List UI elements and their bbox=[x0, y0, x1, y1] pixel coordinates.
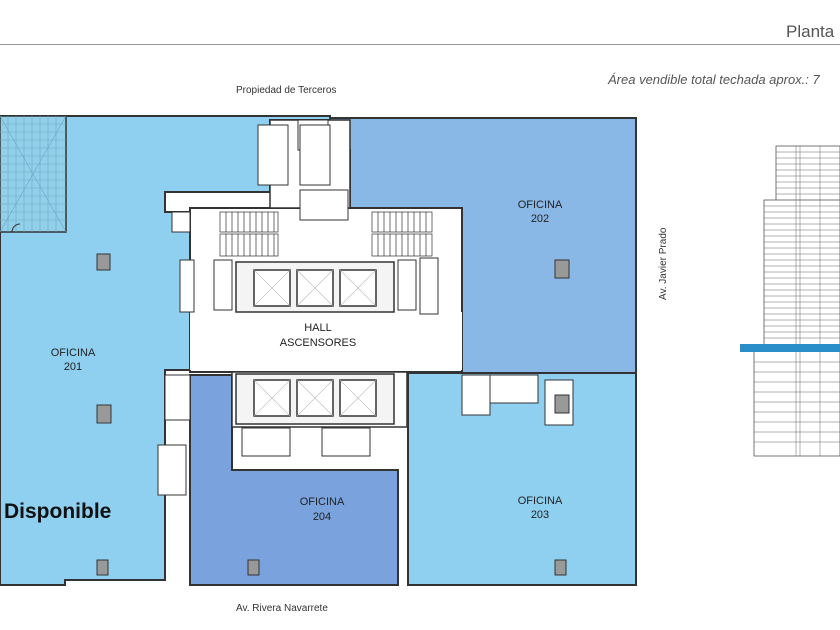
current-floor-highlight bbox=[740, 344, 840, 352]
elevators-lower bbox=[235, 373, 395, 425]
availability-status: Disponible bbox=[4, 500, 112, 523]
office-203-area[interactable] bbox=[407, 372, 637, 586]
header-divider bbox=[0, 44, 840, 45]
hall-label-line2: ASCENSORES bbox=[280, 337, 356, 349]
terrace-grid bbox=[0, 115, 67, 233]
columns bbox=[96, 253, 570, 576]
total-area-label: Área vendible total techada aprox.: 7 bbox=[608, 72, 820, 87]
page-title: Planta bbox=[786, 22, 835, 41]
street-label-bottom: Av. Rivera Navarrete bbox=[236, 603, 328, 614]
elevators-upper bbox=[235, 261, 395, 313]
office-204-number: 204 bbox=[313, 511, 331, 523]
stairs bbox=[219, 211, 433, 257]
office-201-number: 201 bbox=[64, 361, 82, 373]
hall-label-line1: HALL bbox=[304, 322, 332, 334]
office-203-number: 203 bbox=[531, 509, 549, 521]
building-elevation bbox=[740, 145, 840, 457]
office-201-label: OFICINA bbox=[51, 347, 96, 359]
street-label-top: Propiedad de Terceros bbox=[236, 85, 337, 96]
office-202-number: 202 bbox=[531, 213, 549, 225]
office-204-label: OFICINA bbox=[300, 496, 345, 508]
office-202-label: OFICINA bbox=[518, 199, 563, 211]
office-203-label: OFICINA bbox=[518, 495, 563, 507]
